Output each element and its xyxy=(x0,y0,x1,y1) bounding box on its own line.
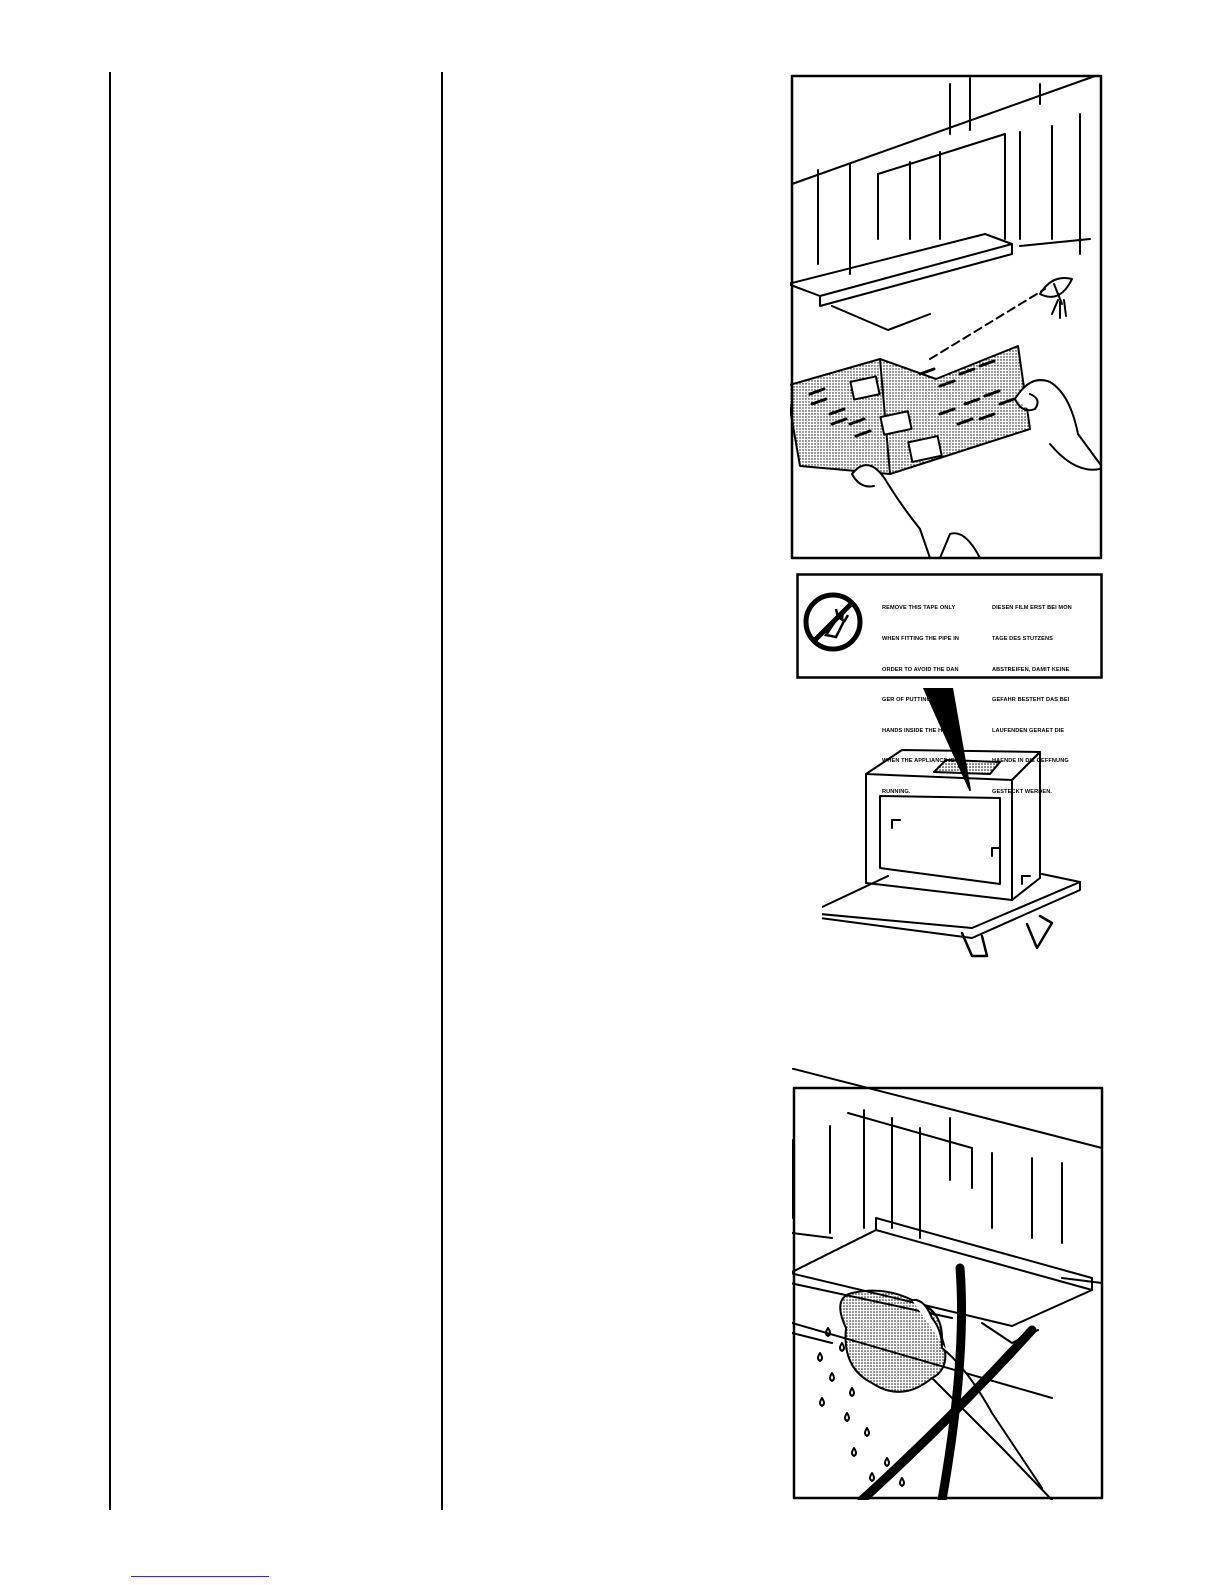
middle-column-rule xyxy=(441,72,443,1510)
left-column-rule xyxy=(109,72,111,1510)
warning-de-line-2: TAGE DES STUTZENS xyxy=(992,636,1053,643)
warning-en-line-3: ORDER TO AVOID THE DAN xyxy=(882,666,959,673)
water-drop-icon xyxy=(817,1327,905,1487)
warning-en-line-7: RUNNING. xyxy=(882,789,911,796)
grease-filter-illustration xyxy=(790,74,1103,560)
warning-de-line-4: GEFAHR BESTEHT DAS BEI xyxy=(992,697,1070,704)
warning-en-line-1: REMOVE THIS TAPE ONLY xyxy=(882,605,956,612)
warning-de-line-7: GESTECKT WERDEN. xyxy=(992,789,1053,796)
footer-link-underline[interactable] xyxy=(131,1576,269,1577)
warning-de-line-1: DIESEN FILM ERST BEI MON xyxy=(992,605,1072,612)
cross-out-icon xyxy=(857,1263,1037,1500)
no-wet-cloth-illustration xyxy=(792,1068,1104,1500)
warning-de-line-5: LAUFENDEN GERAET DIE xyxy=(992,727,1065,734)
warning-en-line-2: WHEN FITTING THE PIPE IN xyxy=(882,636,959,643)
motor-box-illustration xyxy=(822,688,1081,958)
warning-label: REMOVE THIS TAPE ONLY WHEN FITTING THE P… xyxy=(796,573,1103,795)
warning-de-line-3: ABSTREIFEN, DAMIT KEINE xyxy=(992,666,1070,673)
no-hand-prohibition-icon xyxy=(803,592,863,652)
